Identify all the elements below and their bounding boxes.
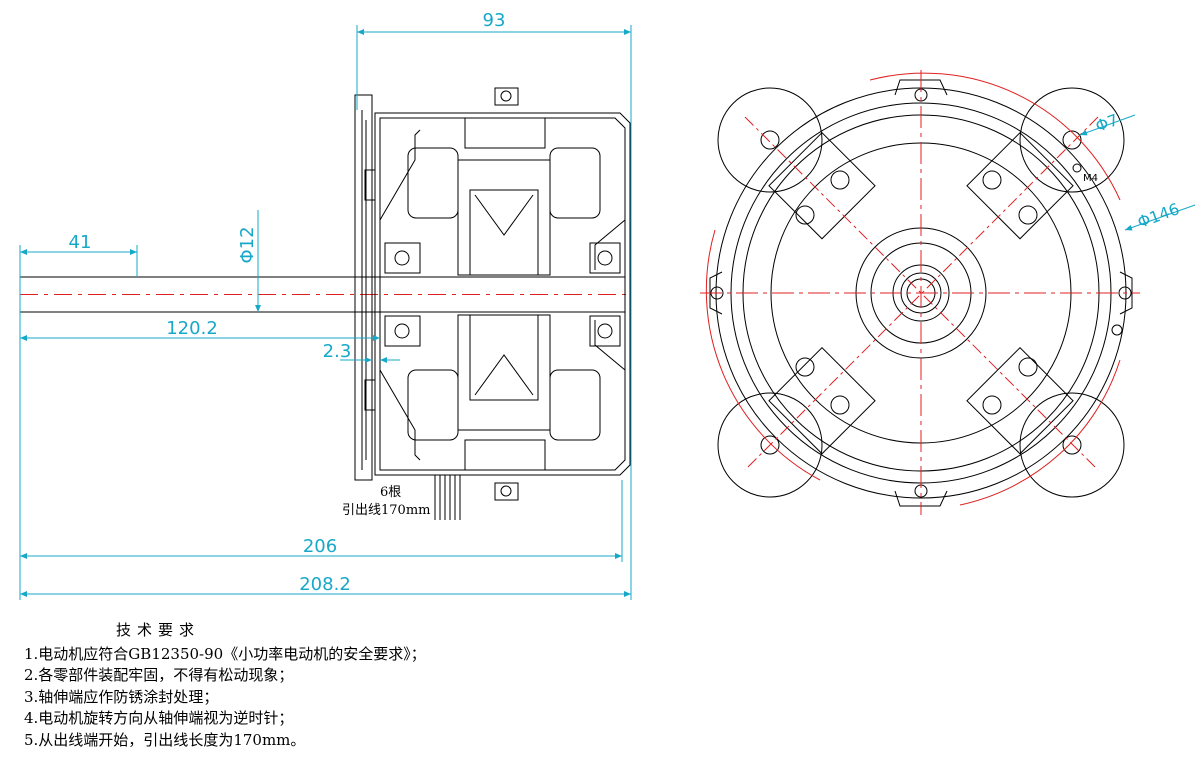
tech-req-item-1: 1.电动机应符合GB12350-90《小功率电动机的安全要求》； [24,644,426,663]
mounting-bracket [354,94,373,481]
stator-bottom [457,314,551,431]
mounting-lobe-br [1019,392,1125,498]
bracket-br [966,346,1074,455]
outer-dia-label: Φ146 [1135,199,1182,232]
dim-width-top: 93 [483,10,506,31]
dim-shaft-len: 120.2 [166,318,218,339]
technical-requirements: 技术要求 1.电动机应符合GB12350-90《小功率电动机的安全要求》； 2.… [24,620,724,751]
dim-overall-208: 208.2 [299,574,351,595]
dim-overall-206: 206 [303,536,337,557]
bracket-bl [768,346,876,455]
stator-top [457,159,551,276]
bearing-rear [589,242,621,274]
winding-bottom-left [407,369,459,441]
side-dimensions [19,25,632,600]
hole-br [1062,435,1082,455]
hole-tr [1062,130,1082,150]
dim-shaft-ext: 41 [69,232,92,253]
hole-bl [760,435,780,455]
thread-hole-m4 [1072,163,1082,173]
winding-bottom-right [549,369,601,441]
lead-length-note: 引出线170mm [342,503,430,518]
tech-req-item-2: 2.各零部件装配牢固，不得有松动现象； [24,666,294,684]
side-view [19,87,631,520]
mounting-lobe-tr [1019,87,1125,193]
front-leaders [1079,114,1196,231]
bearing-front [384,242,421,274]
thread-label: M4 [1083,173,1098,184]
bracket-tl [768,131,876,240]
mounting-lobe-tl [717,87,823,193]
tech-req-title: 技术要求 [116,621,201,639]
ear-bottom [894,490,948,507]
tech-req-item-5: 5.从出线端开始，引出线长度为170mm。 [24,730,306,749]
screw-bottom [494,482,519,501]
lead-count-note: 6根 [380,485,401,500]
tech-req-item-4: 4.电动机旋转方向从轴伸端视为逆时针； [24,709,294,727]
dim-flange-gap: 2.3 [323,341,352,362]
motor-housing [374,112,631,476]
dim-shaft-dia: Φ12 [237,226,258,263]
screw-top [494,87,519,106]
lead-wires [434,475,461,520]
mounting-lobe-bl [717,392,823,498]
ear-top [894,79,948,96]
bracket-tr [966,131,1074,240]
hole-tl [760,130,780,150]
tech-req-item-3: 3.轴伸端应作防锈涂封处理； [24,687,219,706]
front-centerlines [700,70,1140,515]
winding-top-right [549,147,601,219]
